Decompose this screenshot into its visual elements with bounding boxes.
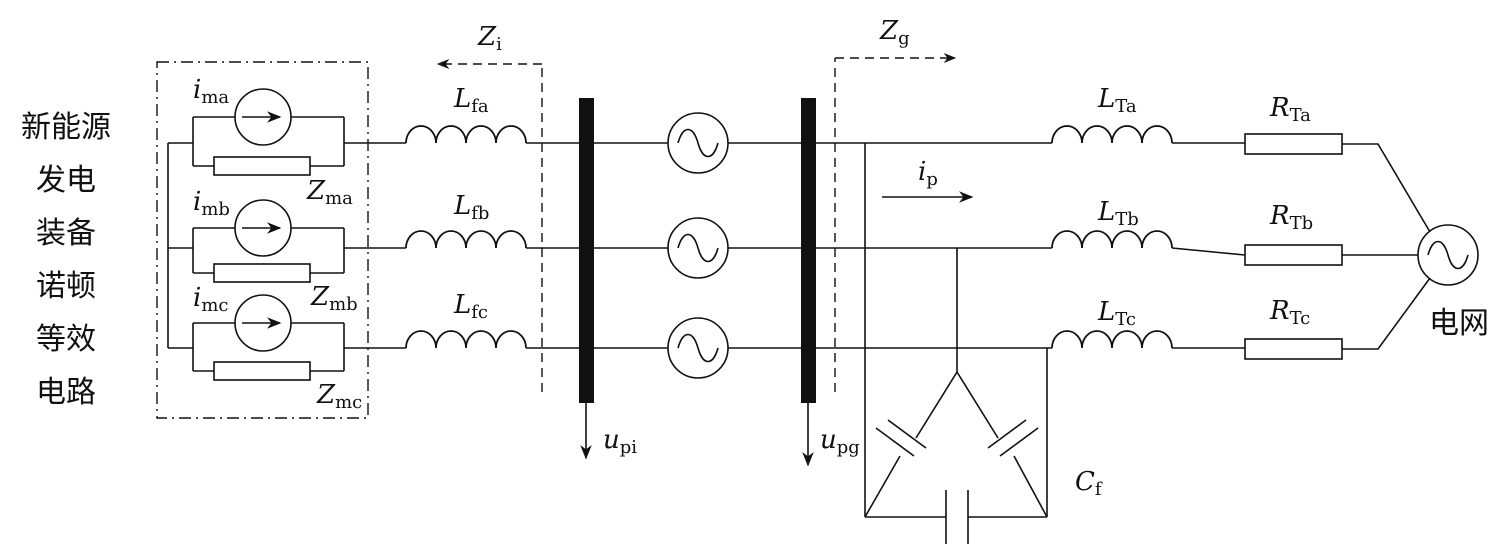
ac-source-a-icon <box>667 112 729 174</box>
impedance-label-mc: Zmc <box>316 380 362 413</box>
bus-pi <box>579 98 594 403</box>
source-label-mc: imc <box>193 283 228 316</box>
norton-equivalent-box <box>156 61 369 419</box>
norton-equivalent-label: 新能源 发电 装备 诺顿 等效 电路 <box>21 110 111 410</box>
grid-resistor-label-b: RTb <box>1269 201 1313 234</box>
filter-inductor-label-b: Lfb <box>453 191 489 224</box>
norton-common-wire <box>167 142 193 349</box>
delta-capacitor-bank <box>864 143 1048 544</box>
grid-resistor-c <box>1244 338 1343 360</box>
grid-label: 电网 <box>1429 306 1489 341</box>
filter-inductor-a <box>405 125 527 144</box>
norton-branch-a <box>192 88 406 176</box>
impedance-label-zg: Zg <box>879 16 910 49</box>
grid-resistor-label-c: RTc <box>1269 296 1310 329</box>
grid-inductor-c <box>1051 330 1173 349</box>
impedance-label-ma: Zma <box>306 176 353 209</box>
grid-resistor-b <box>1244 244 1343 266</box>
left-label-line-4: 诺顿 <box>36 269 96 304</box>
norton-branch-b <box>192 199 406 283</box>
grid-inductor-a <box>1051 125 1173 144</box>
grid-wire-c <box>1342 277 1431 350</box>
current-source-mc-icon <box>234 294 292 352</box>
left-label-line-3: 装备 <box>36 216 96 251</box>
source-label-mb: imb <box>193 187 230 220</box>
impedance-label-mb: Zmb <box>310 282 358 315</box>
grid-wire-a <box>1342 143 1431 233</box>
filter-inductor-label-a: Lfa <box>453 84 489 117</box>
bus-pg <box>801 98 816 403</box>
current-label-p: ip <box>918 157 938 190</box>
current-source-mb-icon <box>234 199 292 257</box>
grid-inductor-label-a: LTa <box>1097 84 1137 117</box>
zg-boundary <box>834 52 957 392</box>
norton-branch-c <box>192 294 406 381</box>
grid-resistor-label-a: RTa <box>1269 93 1311 126</box>
current-source-ma-icon <box>234 88 292 146</box>
impedance-resistor-mc <box>213 361 311 381</box>
impedance-resistor-ma <box>213 156 311 176</box>
capacitor-label: Cf <box>1075 467 1103 500</box>
left-label-line-5: 等效 <box>36 322 96 357</box>
grid-inductor-b <box>1051 230 1173 249</box>
source-label-ma: ima <box>193 75 229 108</box>
impedance-label-zi: Zi <box>477 22 502 55</box>
filter-inductor-label-c: Lfc <box>453 290 488 323</box>
ac-source-c-icon <box>667 317 729 379</box>
voltage-label-pi: upi <box>603 425 637 458</box>
filter-inductor-c <box>405 330 527 349</box>
filter-inductor-b <box>405 230 527 249</box>
impedance-resistor-mb <box>213 263 311 283</box>
grid-inductor-label-c: LTc <box>1097 297 1136 330</box>
left-label-line-2: 发电 <box>36 163 96 198</box>
left-label-line-6: 电路 <box>36 375 96 410</box>
ac-source-b-icon <box>667 217 729 279</box>
grid-ac-source-icon <box>1417 224 1479 286</box>
grid-resistor-a <box>1244 133 1343 155</box>
left-label-line-1: 新能源 <box>21 110 111 145</box>
voltage-label-pg: upg <box>820 425 860 458</box>
grid-inductor-label-b: LTb <box>1097 197 1139 230</box>
zi-boundary <box>436 58 543 392</box>
